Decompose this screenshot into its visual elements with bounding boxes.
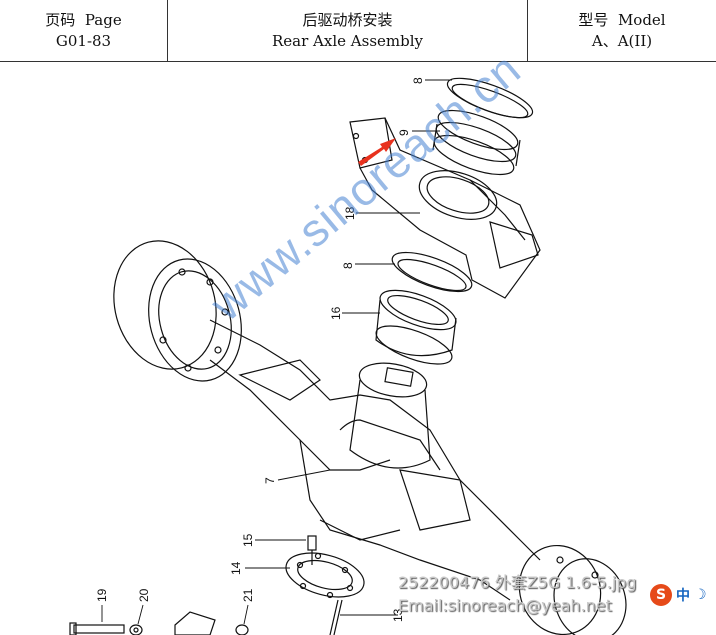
callout-13: 13 [391,608,405,622]
callout-8-mid: 8 [341,262,355,269]
callout-21: 21 [241,588,255,602]
moon-icon[interactable]: ☽ [694,587,707,603]
model-cell: 型号 Model A、A(II) [528,0,716,62]
callout-18: 18 [343,206,357,220]
callout-19: 19 [95,588,109,602]
bearing-9 [432,109,521,176]
callout-15: 15 [241,533,255,547]
callout-16: 16 [329,306,343,320]
callout-8-top: 8 [411,77,425,84]
seal-ring-8-mid [391,251,473,293]
wheel-hub-left [113,240,242,382]
callout-labels: 8 9 18 8 16 7 15 14 19 20 21 13 [95,77,425,622]
axle-housing-7 [209,319,541,601]
seal-ring-8-top [446,77,534,119]
ime-toolbar[interactable]: S 中 ☽ [650,584,716,606]
filename-overlay: 252200476 外套Z5G 1.6-5.jpg [398,573,637,592]
bracket-bottom [174,611,216,635]
page-label: 页码 Page [45,11,122,29]
title-en: Rear Axle Assembly [272,32,423,50]
axle-bracket-18 [349,117,541,299]
exploded-axle-drawing: 8 9 18 8 16 7 15 14 19 20 21 13 [69,77,627,635]
callout-7: 7 [263,477,277,484]
page-number-cell: 页码 Page G01-83 [0,0,168,62]
ime-mode-toggle[interactable]: 中 [676,588,690,604]
leader-lines [101,79,452,625]
nut-21 [235,624,249,635]
title-block: 页码 Page G01-83 后驱动桥安装 Rear Axle Assembly… [0,0,716,62]
washer-20 [129,624,143,635]
title-cell: 后驱动桥安装 Rear Axle Assembly [168,0,528,62]
callout-9: 9 [397,129,411,136]
page-number: G01-83 [55,32,112,50]
callout-20: 20 [137,588,151,602]
model-value: A、A(II) [591,32,653,50]
plate-14 [285,552,365,599]
model-label: 型号 Model [578,11,666,29]
email-overlay: Email:sinoreach@yeah.net [398,596,612,615]
wheel-hub-right [518,544,627,635]
red-arrow-icon [358,138,396,166]
callout-14: 14 [229,561,243,575]
ime-logo-icon[interactable]: S [650,584,672,606]
bushing-16 [375,289,457,365]
stud-13 [329,599,343,635]
pin-19 [69,622,125,635]
title-cn: 后驱动桥安装 [302,11,393,29]
